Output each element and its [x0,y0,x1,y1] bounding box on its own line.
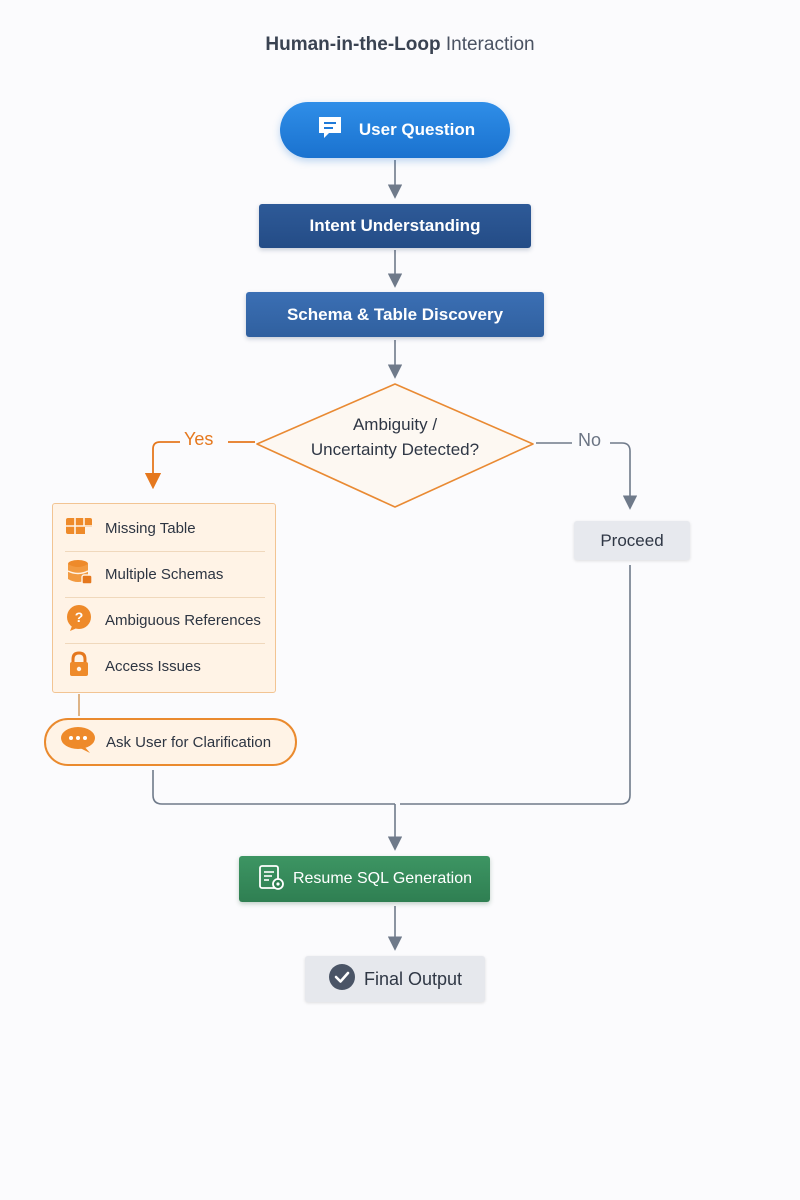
table-icon [65,512,93,544]
lock-icon [65,650,93,682]
issue-label: Missing Table [105,519,196,537]
line-ask-down [152,770,395,805]
issue-ambiguous-references[interactable]: ? Ambiguous References [65,597,265,644]
issue-multiple-schemas[interactable]: Multiple Schemas [65,551,265,598]
title-bold: Human-in-the-Loop [265,34,441,55]
title-light: Interaction [445,34,535,55]
resume-label: Resume SQL Generation [292,870,473,887]
yes-branch-label: Yes [184,429,214,449]
database-icon [65,558,93,590]
document-gear-icon [257,863,285,896]
check-circle-icon [328,963,356,996]
arrow-yes-branch [153,441,255,486]
page-title: Human-in-the-Loop Interaction [0,34,800,56]
user-question-label: User Question [358,120,476,139]
proceed-label: Proceed [600,530,664,550]
question-bubble-icon: ? [65,604,93,636]
decision-line-2: Uncertainty Detected? [310,440,480,459]
schema-discovery-node[interactable]: Schema & Table Discovery [246,292,544,337]
decision-line-1: Ambiguity / [352,415,438,434]
issue-label: Ambiguous References [105,611,261,629]
issue-label: Multiple Schemas [105,565,224,583]
decision-node[interactable]: Ambiguity / Uncertainty Detected? [290,412,500,462]
intent-label: Intent Understanding [309,216,481,235]
ask-user-node[interactable]: Ask User for Clarification [44,718,297,766]
chat-dots-icon [60,725,96,759]
svg-text:?: ? [75,609,84,625]
issues-panel: Missing Table Multiple Schemas ? Ambiguo… [52,503,276,693]
issue-access-issues[interactable]: Access Issues [65,643,265,689]
line-proceed-down [400,565,631,805]
ask-label: Ask User for Clarification [106,733,272,751]
issue-missing-table[interactable]: Missing Table [65,505,265,552]
intent-understanding-node[interactable]: Intent Understanding [259,204,531,248]
chat-icon [315,113,345,148]
schema-label: Schema & Table Discovery [286,304,504,324]
final-label: Final Output [363,968,463,989]
proceed-node[interactable]: Proceed [574,521,690,560]
final-output-node[interactable]: Final Output [305,956,485,1002]
issue-label: Access Issues [105,657,201,675]
decision-diamond [256,383,534,508]
no-branch-label: No [578,430,602,450]
arrow-no-branch [536,442,630,507]
user-question-node[interactable]: User Question [280,102,510,158]
resume-sql-node[interactable]: Resume SQL Generation [239,856,490,902]
